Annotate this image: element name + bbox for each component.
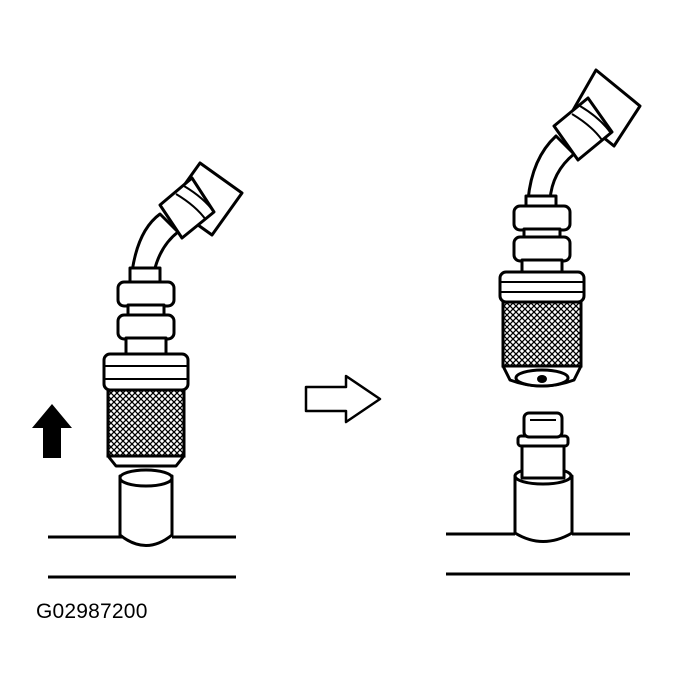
- arrow-right-outline-icon: [304, 374, 382, 424]
- left-panel-connected: [32, 161, 244, 579]
- right-service-pipe: [446, 532, 630, 576]
- right-panel-disconnected: [446, 68, 642, 576]
- left-quick-coupler: [102, 352, 190, 468]
- left-valve-body: [116, 266, 176, 358]
- right-charge-hose: [526, 68, 642, 202]
- left-service-pipe: [48, 535, 236, 579]
- figure-caption: G02987200: [36, 600, 148, 623]
- left-charge-hose: [130, 161, 244, 274]
- right-quick-coupler: [498, 270, 586, 388]
- left-service-port: [118, 468, 174, 547]
- right-service-port: [513, 411, 574, 543]
- arrow-up-icon: [32, 404, 72, 458]
- right-valve-body: [512, 194, 572, 276]
